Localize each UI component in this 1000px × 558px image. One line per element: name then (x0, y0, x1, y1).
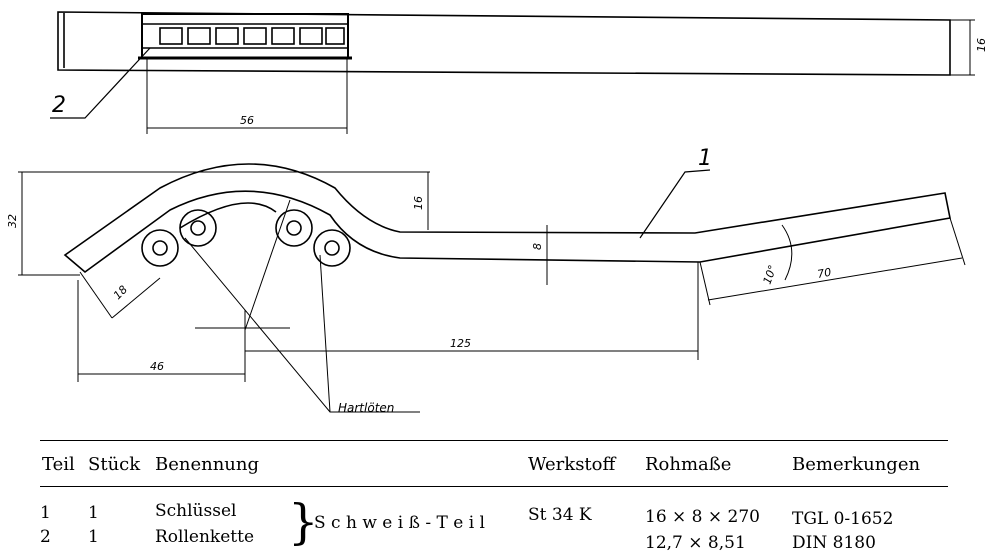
group-brace: } (288, 494, 319, 550)
row1-stueck: 1 (88, 503, 99, 523)
dim-46: 46 (150, 360, 164, 373)
dim-16: 16 (412, 196, 425, 210)
col-rohmasse-header: Rohmaße (645, 454, 732, 475)
col-stueck-header: Stück (88, 454, 141, 475)
row1-werkstoff: St 34 K (528, 505, 592, 525)
part-label-2: 2 (52, 93, 66, 118)
group-label: S c h w e i ß - T e i l (314, 513, 485, 533)
dim-8: 8 (531, 243, 544, 250)
row2-teil: 2 (40, 527, 51, 547)
col-werkstoff-header: Werkstoff (528, 454, 616, 475)
dim-18: 18 (111, 283, 130, 302)
table-top-rule (40, 440, 948, 441)
col-benennung-header: Benennung (155, 454, 260, 475)
dim-16-top: 16 (975, 38, 988, 52)
col-teil-header: Teil (42, 454, 75, 475)
dim-32: 32 (6, 214, 19, 228)
dim-10deg: 10° (761, 263, 780, 286)
dim-70: 70 (816, 266, 832, 281)
row2-rohmasse: 12,7 ⨯ 8,51 (645, 533, 746, 553)
technical-drawing: 1 2 56 16 32 16 8 18 46 125 10° 70 Hartl… (6, 11, 988, 415)
row1-rohmasse: 16 ⨯ 8 ⨯ 270 (645, 507, 760, 527)
row1-teil: 1 (40, 503, 51, 523)
row1-bemerkung: TGL 0-1652 (792, 509, 894, 529)
dim-125: 125 (450, 337, 471, 350)
note-brazing: Hartlöten (338, 401, 394, 415)
dim-56: 56 (240, 114, 254, 127)
table-header-rule (40, 486, 948, 487)
row1-benennung: Schlüssel (155, 501, 237, 521)
col-bemerkungen-header: Bemerkungen (792, 454, 921, 475)
row2-stueck: 1 (88, 527, 99, 547)
chain-top-view (138, 13, 352, 60)
row2-benennung: Rollenkette (155, 527, 255, 547)
chain-side-view (141, 202, 351, 267)
row2-bemerkung: DIN 8180 (792, 533, 876, 553)
part-label-1: 1 (698, 146, 712, 171)
